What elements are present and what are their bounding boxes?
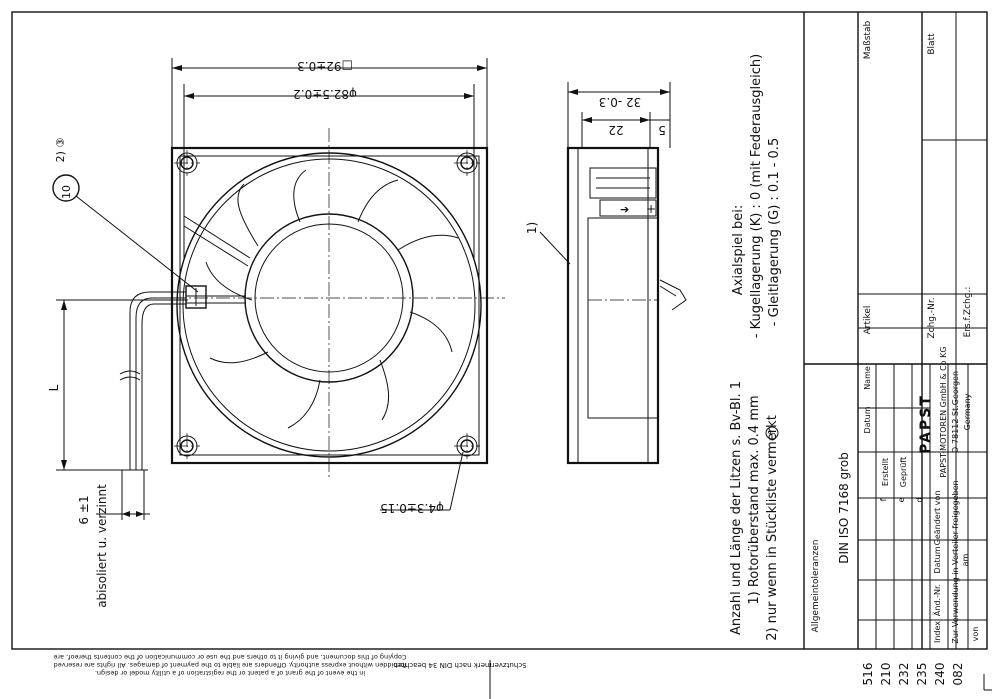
note-2-mark-letter: f	[768, 431, 778, 435]
strip-note-label: abisoliert u. verzinnt	[95, 484, 109, 608]
index-letter-e: e	[897, 497, 906, 502]
bottom-number: 232	[897, 663, 911, 686]
callout-1-leader	[539, 231, 571, 265]
aend-nr-header: Änd.-Nr.	[932, 584, 942, 616]
fan-blade	[357, 179, 399, 223]
massstab-label: Maßstab	[863, 21, 873, 60]
lead-wire	[129, 291, 186, 470]
support-strut	[183, 225, 249, 267]
lead-length-label: L	[47, 384, 61, 391]
bottom-number: 516	[861, 663, 875, 686]
fan-front-view	[52, 58, 505, 520]
ers-f-zchg-label: Ers.f.Zchg.:	[963, 287, 973, 338]
callout-circle-10	[52, 174, 80, 202]
hole-dimension-label: φ4.3±0.15	[380, 501, 444, 515]
lead-wire	[135, 297, 186, 470]
depth-dimension-label: 32 -0.3	[599, 95, 642, 109]
lead-wire	[141, 303, 186, 470]
copyright-line-1: Copying of this document, and giving it …	[54, 653, 407, 661]
company-country: Germany	[963, 393, 972, 430]
fan-blade	[293, 169, 307, 223]
dimension-22-label: 22	[608, 123, 623, 137]
mounting-hole-bottom-left	[174, 433, 200, 459]
fan-blade	[205, 261, 253, 301]
fan-blade	[237, 183, 259, 247]
artikel-label: Artikel	[863, 306, 873, 335]
mounting-hole-top-left	[174, 150, 200, 176]
title-block	[803, 12, 987, 649]
plus-sign: +	[646, 202, 656, 216]
fan-frame-inner-edge	[179, 155, 480, 456]
company-address: D-78112 St.Georgen	[951, 371, 960, 453]
lead-exit-grommet	[185, 285, 207, 309]
index-letter-d: d	[915, 497, 924, 502]
note-2-mark	[765, 426, 779, 440]
erstellt-label: Erstellt	[881, 458, 890, 486]
side-label-area	[589, 167, 657, 199]
fan-blade	[397, 234, 459, 251]
von-label: von	[971, 627, 980, 642]
mounting-hole-bottom-right	[454, 433, 480, 459]
support-strut	[183, 215, 251, 259]
zur-verwendung-label: Zur Verwendung in Verteiler freigegeben	[951, 480, 960, 643]
leads-note: Anzahl und Länge der Litzen s. Bv-Bl. 1	[729, 381, 744, 635]
rotation-direction-plate	[599, 199, 657, 217]
datum-header: Datum	[933, 546, 942, 573]
bottom-number: 082	[951, 663, 965, 686]
bottom-number: 235	[915, 663, 929, 686]
callout-leader	[75, 195, 199, 293]
fan-blade	[287, 379, 321, 429]
callout-10-label: 10	[60, 185, 73, 199]
name-label: Name	[863, 366, 872, 390]
company-name: PAPST-MOTOREN GmbH & Co KG	[939, 346, 948, 477]
fan-blade	[209, 351, 269, 364]
axial-title: Axialspiel bei:	[731, 205, 746, 295]
drawing-border	[11, 11, 988, 650]
side-frame-outline	[566, 146, 660, 465]
zchg-nr-label: Zchg.-Nr.	[927, 297, 937, 338]
side-hub	[587, 217, 659, 419]
copyright-line-2: forbidden without express authority. Off…	[54, 661, 407, 669]
fan-frame-outline	[170, 146, 489, 465]
dimension-5-label: 5	[658, 123, 666, 137]
blatt-label: Blatt	[927, 33, 937, 55]
axial-sleeve-bearing: - Gleitlagerung (G) : 0.1 - 0.5	[767, 138, 782, 326]
callout-1-label: 1)	[525, 222, 539, 234]
note-2: 2) nur wenn in Stückliste vermerkt	[765, 415, 780, 641]
datum-label: Datum	[863, 406, 872, 433]
geaendert-von-header: Geändert von	[933, 491, 942, 546]
copyright-line-3: in the event of the grant of a patent or…	[95, 669, 365, 677]
inner-dimension-label: φ82.5±0.2	[293, 87, 357, 101]
note-1: 1) Rotorüberstand max. 0.4 mm	[747, 395, 762, 604]
outer-dimension-label: □92±0.3	[297, 59, 353, 73]
mounting-hole-top-right	[454, 150, 480, 176]
company-logo: PAPST	[918, 394, 934, 454]
am-label: am	[961, 553, 970, 566]
fan-blade	[409, 311, 453, 353]
din-tolerance-note: DIN ISO 7168 grob	[837, 452, 851, 564]
index-letter-f: f	[879, 498, 888, 501]
callout-2-3-label: 2) ③	[54, 138, 67, 163]
fan-side-view	[539, 82, 687, 465]
tolerance-label: Allgemeintoleranzen	[811, 540, 821, 633]
bottom-number: 210	[879, 663, 893, 686]
index-header: Index	[933, 621, 942, 643]
side-lead-wire	[659, 279, 687, 311]
rotation-arrow-icon: ➔	[620, 203, 629, 216]
geprueft-label: Geprüft	[899, 457, 908, 487]
protection-note: Schutzvermerk nach DIN 34 beachten	[393, 661, 526, 669]
fan-blade	[379, 359, 390, 421]
bottom-number: 240	[933, 663, 947, 686]
axial-ball-bearing: - Kugellagerung (K) : 0 (mit Federausgle…	[749, 54, 764, 338]
strip-length-label: 6 ±1	[77, 495, 91, 524]
